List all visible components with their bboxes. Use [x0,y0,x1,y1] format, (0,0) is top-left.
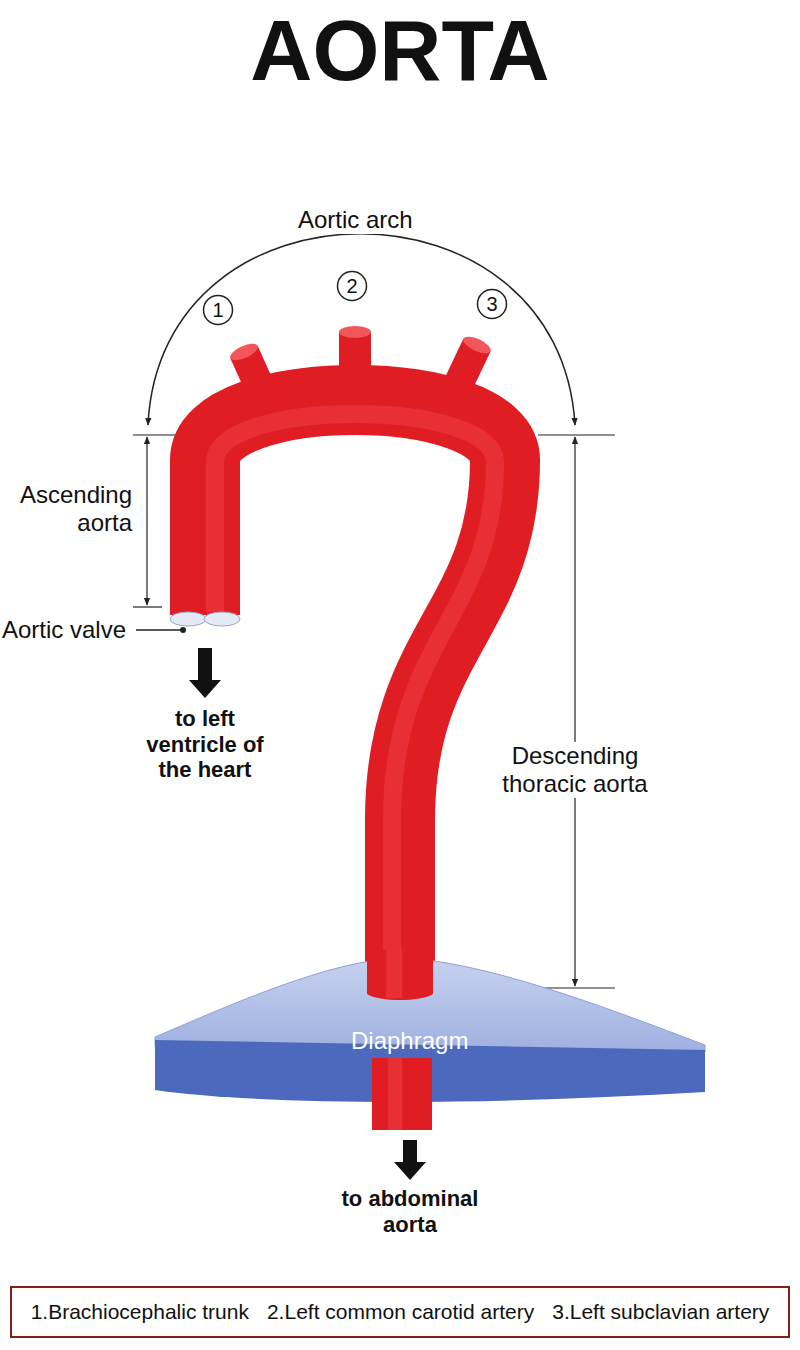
artery-branch [339,332,371,380]
leader-dot [180,627,186,633]
artery-branch [244,352,262,392]
dimension-line [574,437,575,986]
aorta-vessel [205,400,505,1000]
flow-arrow [189,648,221,698]
callout-circle: 3 [476,288,508,320]
flow-arrow [394,1140,426,1180]
branch-opening [228,340,260,363]
callout-number: 2 [336,270,368,302]
section-label: Ascending aorta [2,481,132,537]
valve-cusp [170,612,206,626]
branch-opening [339,326,371,338]
dimension-line [146,437,147,605]
vessel-highlight [388,1058,402,1130]
vessel-highlight [386,950,402,998]
dimension-tick [133,606,162,607]
key-entry: 1.Brachiocephalic trunk [31,1300,249,1324]
callout-circle: 2 [336,270,368,302]
callout-circle: 1 [202,294,234,326]
section-label: Aortic arch [294,206,417,234]
callout-number: 1 [202,294,234,326]
artery-branch [458,345,477,385]
valve-cusp [204,612,240,626]
branch-opening [461,333,493,357]
section-label: Descending thoracic aorta [496,742,654,798]
leader-line [136,629,181,630]
direction-label: to left ventricle of the heart [135,706,275,783]
vessel-highlight [215,414,495,1000]
callout-number: 3 [476,288,508,320]
part-label: Aortic valve [2,616,134,644]
aorta-vessel [372,1058,432,1130]
page-title: AORTA [0,0,800,100]
dimension-tick [538,987,615,988]
band-label: Diaphragm [351,1028,468,1054]
key-entry: 2.Left common carotid artery [267,1300,534,1324]
aorta-vessel [367,950,433,1000]
key-entry: 3.Left subclavian artery [552,1300,769,1324]
diaphragm-band: Diaphragm [150,950,715,1140]
key-box: 1.Brachiocephalic trunk 2.Left common car… [10,1286,790,1338]
dimension-tick [538,434,615,435]
direction-label: to abdominal aorta [315,1186,505,1237]
